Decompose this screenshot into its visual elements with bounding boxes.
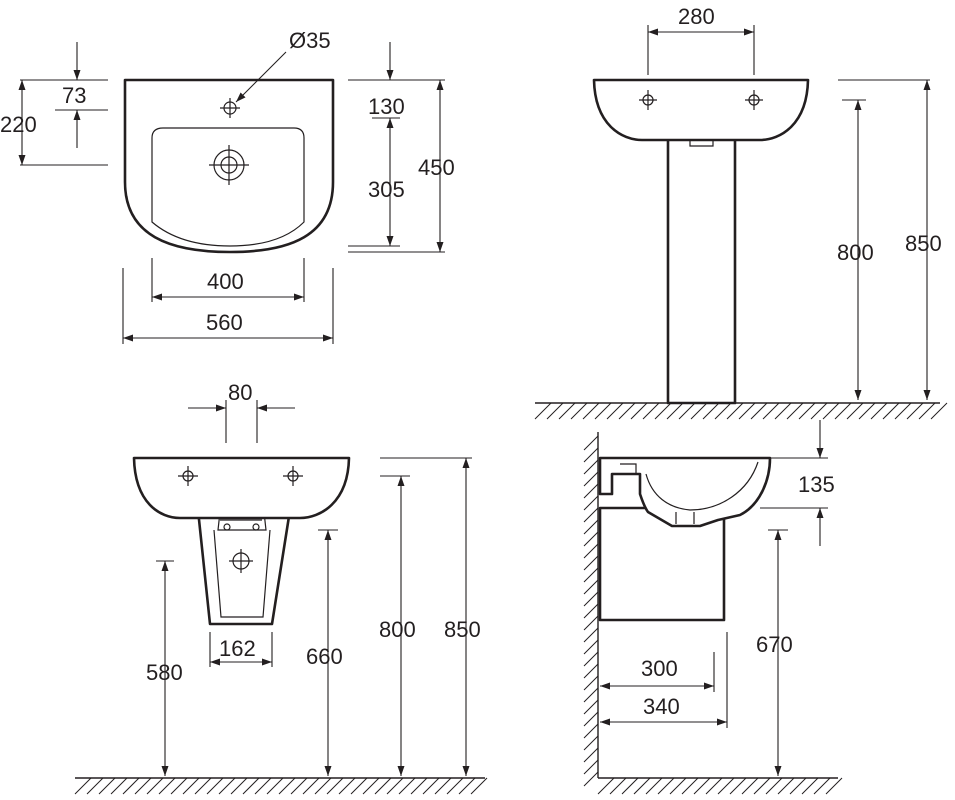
tap-hole-left-icon bbox=[639, 90, 657, 110]
dim-220-label: 220 bbox=[0, 112, 37, 137]
dim-560-label: 560 bbox=[206, 310, 243, 335]
tap-hole-icon bbox=[220, 98, 240, 118]
dim-580-label: 580 bbox=[146, 660, 183, 685]
semi-dim-800-label: 800 bbox=[379, 617, 416, 642]
hole-diameter-label: Ø35 bbox=[289, 28, 331, 53]
basin-bowl bbox=[151, 127, 305, 247]
semi-pedestal-front-view: 80 162 580 660 800 850 bbox=[74, 380, 488, 795]
basin-plan-view: Ø35 73 220 130 305 450 400 560 bbox=[0, 28, 455, 344]
drain-icon bbox=[209, 145, 249, 185]
dim-340-label: 340 bbox=[643, 694, 680, 719]
pedestal-column bbox=[666, 126, 737, 405]
pedestal-dim-800-label: 800 bbox=[837, 240, 874, 265]
tap-hole-right-icon bbox=[745, 90, 763, 110]
dim-280-label: 280 bbox=[678, 4, 715, 29]
semi-basin-outline bbox=[132, 456, 351, 520]
semi-pedestal-shroud bbox=[196, 508, 292, 626]
dim-400-label: 400 bbox=[207, 269, 244, 294]
dim-73-label: 73 bbox=[62, 83, 86, 108]
dim-300-label: 300 bbox=[641, 656, 678, 681]
side-basin-section bbox=[598, 456, 772, 528]
dim-130-label: 130 bbox=[368, 94, 405, 119]
pedestal-dim-850-label: 850 bbox=[905, 231, 942, 256]
dim-660-label: 660 bbox=[306, 644, 343, 669]
semi-dim-850-label: 850 bbox=[444, 617, 481, 642]
dim-305-label: 305 bbox=[368, 177, 405, 202]
floor-hatching-right bbox=[534, 402, 948, 420]
pedestal-front-view: 280 800 850 bbox=[534, 4, 948, 420]
floor-hatching-section bbox=[597, 777, 843, 795]
pedestal-basin-outline bbox=[592, 78, 810, 142]
dim-80-label: 80 bbox=[228, 380, 252, 405]
dim-162-label: 162 bbox=[219, 636, 256, 661]
side-section-view: 135 670 300 340 bbox=[583, 420, 843, 795]
floor-hatching-left bbox=[74, 777, 488, 795]
dim-670-label: 670 bbox=[756, 632, 793, 657]
dim-135-label: 135 bbox=[798, 472, 835, 497]
semi-tap-hole-right-icon bbox=[283, 466, 303, 486]
dim-450-label: 450 bbox=[418, 155, 455, 180]
wall-hatching bbox=[583, 432, 599, 787]
semi-tap-hole-left-icon bbox=[178, 466, 198, 486]
trap-icon bbox=[229, 549, 253, 573]
